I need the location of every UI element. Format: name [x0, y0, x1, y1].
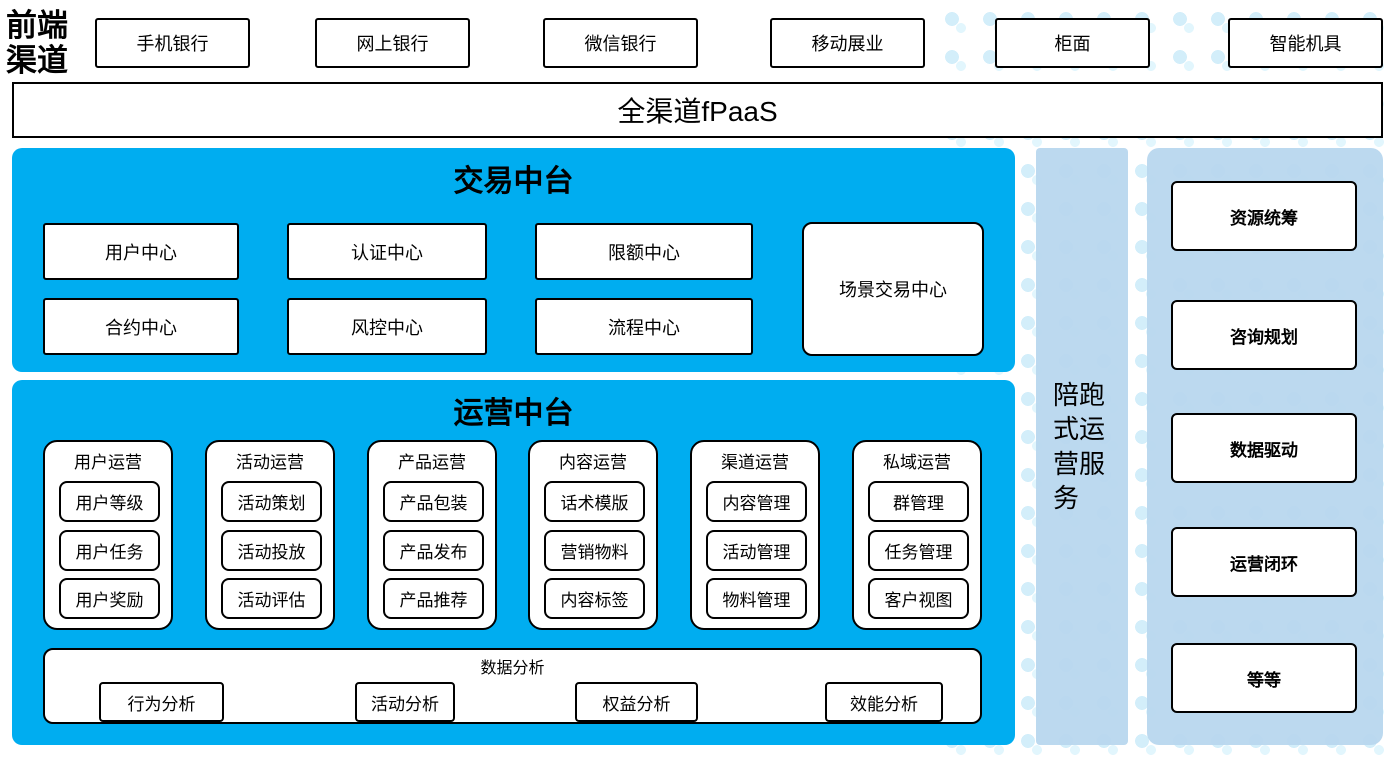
- trade-center-box: 限额中心: [535, 223, 753, 280]
- data-analytics-group: 数据分析 行为分析 活动分析 权益分析 效能分析: [43, 648, 982, 724]
- operation-column: 渠道运营内容管理活动管理物料管理: [690, 440, 820, 630]
- operation-item-box: 内容管理: [706, 481, 807, 522]
- operation-column-title: 产品运营: [398, 453, 466, 472]
- operation-item-box: 产品包装: [383, 481, 484, 522]
- operation-column: 活动运营活动策划活动投放活动评估: [205, 440, 335, 630]
- channel-box: 柜面: [995, 18, 1150, 68]
- analytics-item-box: 权益分析: [575, 682, 698, 722]
- operation-item-box: 活动策划: [221, 481, 322, 522]
- operation-item-box: 客户视图: [868, 578, 969, 619]
- operation-item-box: 用户任务: [59, 530, 160, 571]
- trade-center-box: 风控中心: [287, 298, 487, 355]
- operation-column: 内容运营话术模版营销物料内容标签: [528, 440, 658, 630]
- channel-box: 手机银行: [95, 18, 250, 68]
- operation-item-box: 用户奖励: [59, 578, 160, 619]
- fpaas-bar: 全渠道fPaaS: [12, 82, 1383, 138]
- trade-platform-panel: 交易中台 用户中心认证中心限额中心合约中心风控中心流程中心 场景交易中心: [12, 148, 1015, 372]
- service-box: 运营闭环: [1171, 527, 1357, 597]
- scene-trade-center-box: 场景交易中心: [802, 222, 984, 356]
- channel-box: 网上银行: [315, 18, 470, 68]
- data-analytics-title: 数据分析: [480, 660, 545, 677]
- service-box: 资源统筹: [1171, 181, 1357, 251]
- front-channels-label: 前端渠道: [6, 8, 68, 79]
- analytics-item-box: 效能分析: [825, 682, 943, 722]
- fpaas-bar-label: 全渠道fPaaS: [617, 96, 778, 127]
- service-items-panel: 资源统筹咨询规划数据驱动运营闭环等等: [1147, 148, 1383, 745]
- operation-platform-title: 运营中台: [453, 397, 574, 430]
- operation-item-box: 营销物料: [544, 530, 645, 571]
- trade-center-box: 合约中心: [43, 298, 239, 355]
- operation-column-title: 活动运营: [236, 453, 304, 472]
- operation-item-box: 产品推荐: [383, 578, 484, 619]
- service-box: 等等: [1171, 643, 1357, 713]
- trade-platform-title: 交易中台: [453, 165, 574, 198]
- operation-item-box: 群管理: [868, 481, 969, 522]
- trade-center-box: 认证中心: [287, 223, 487, 280]
- operation-column: 用户运营用户等级用户任务用户奖励: [43, 440, 173, 630]
- service-box: 咨询规划: [1171, 300, 1357, 370]
- service-box: 数据驱动: [1171, 413, 1357, 483]
- operation-item-box: 任务管理: [868, 530, 969, 571]
- trade-center-box: 用户中心: [43, 223, 239, 280]
- channel-box: 智能机具: [1228, 18, 1383, 68]
- operation-column-title: 渠道运营: [721, 453, 789, 472]
- channel-box: 微信银行: [543, 18, 698, 68]
- operation-item-box: 内容标签: [544, 578, 645, 619]
- operation-item-box: 产品发布: [383, 530, 484, 571]
- operation-column-title: 私域运营: [883, 453, 951, 472]
- operation-column: 私域运营群管理任务管理客户视图: [852, 440, 982, 630]
- channel-box: 移动展业: [770, 18, 925, 68]
- side-service-label: 陪跑式运营服务: [1053, 379, 1106, 513]
- operation-column: 产品运营产品包装产品发布产品推荐: [367, 440, 497, 630]
- analytics-item-box: 活动分析: [355, 682, 455, 722]
- scene-trade-center-label: 场景交易中心: [839, 280, 947, 300]
- side-service-bar: 陪跑式运营服务: [1036, 148, 1128, 745]
- operation-item-box: 活动投放: [221, 530, 322, 571]
- operation-column-title: 内容运营: [559, 453, 627, 472]
- trade-center-box: 流程中心: [535, 298, 753, 355]
- analytics-item-box: 行为分析: [99, 682, 224, 722]
- operation-item-box: 话术模版: [544, 481, 645, 522]
- operation-item-box: 活动评估: [221, 578, 322, 619]
- operation-item-box: 活动管理: [706, 530, 807, 571]
- operation-platform-panel: 运营中台 用户运营用户等级用户任务用户奖励活动运营活动策划活动投放活动评估产品运…: [12, 380, 1015, 745]
- operation-column-title: 用户运营: [74, 453, 142, 472]
- operation-item-box: 用户等级: [59, 481, 160, 522]
- operation-item-box: 物料管理: [706, 578, 807, 619]
